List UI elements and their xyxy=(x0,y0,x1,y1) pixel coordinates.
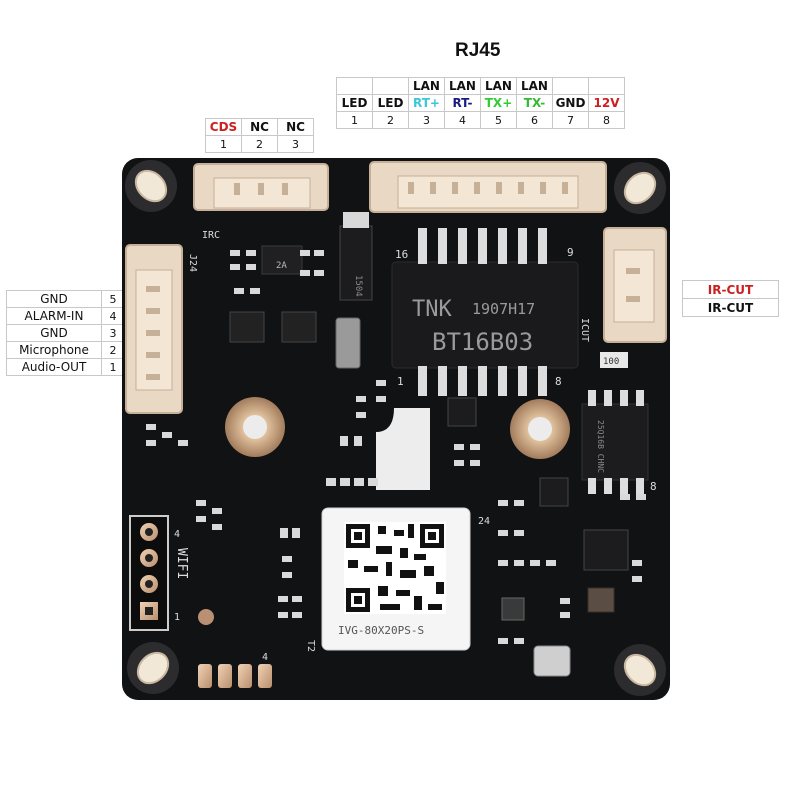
wifi-header xyxy=(129,515,169,631)
rj45-pin-label: LED xyxy=(336,94,373,112)
bottom-header-pin-4-label: 4 xyxy=(262,652,268,663)
transformer-pin-1-label: 1 xyxy=(397,375,404,388)
diode-marking: 1504 xyxy=(353,275,363,297)
transformer-brand: TNK xyxy=(412,297,452,322)
irc-label: IRC xyxy=(202,230,220,241)
icut-label: ICUT xyxy=(579,318,590,342)
regulator-chip xyxy=(229,311,265,343)
network-transformer-chip: TNK 1907H17 BT16B03 xyxy=(391,228,579,396)
cds-pin-number: 3 xyxy=(277,135,314,153)
gold-pad xyxy=(510,399,570,459)
ircut-pinout-table: IR-CUT IR-CUT xyxy=(682,280,779,317)
capacitor xyxy=(501,597,525,621)
diode-component xyxy=(339,225,373,301)
flash-marking: 25Q16B CHNC xyxy=(596,420,605,473)
cds-label-row: CDS NC NC xyxy=(205,118,314,136)
transistor-chip xyxy=(261,245,303,275)
transformer-part-number: BT16B03 xyxy=(432,328,533,356)
flash-pin-8-label: 8 xyxy=(650,480,657,493)
rj45-number-row: 1 2 3 4 5 6 7 8 xyxy=(336,111,625,129)
regulator-chip xyxy=(281,311,317,343)
mounting-hole xyxy=(127,642,179,694)
rj45-connector xyxy=(369,161,607,213)
audio-row: GND 3 xyxy=(6,324,125,342)
rj45-top-row: LAN LAN LAN LAN xyxy=(336,77,625,95)
rj45-pin-label: RT+ xyxy=(408,94,445,112)
ircut-row: IR-CUT xyxy=(682,298,779,317)
module-part-number: IVG-80X20PS-S xyxy=(338,624,424,637)
audio-pinout-table: GND 5 ALARM-IN 4 GND 3 Microphone 2 Audi… xyxy=(6,290,125,376)
microphone-component xyxy=(587,587,615,613)
rj45-pin-number: 4 xyxy=(444,111,481,129)
crystal-oscillator xyxy=(335,317,361,369)
resistor-100-label: 100 xyxy=(603,357,619,367)
mounting-hole xyxy=(125,160,177,212)
wifi-pin-4-label: 4 xyxy=(174,529,180,540)
cds-connector xyxy=(193,163,329,211)
cds-pin-label: NC xyxy=(241,118,278,136)
fuse-label: 2A xyxy=(276,261,287,271)
ircut-connector xyxy=(603,227,667,343)
j24-label: J24 xyxy=(187,254,198,272)
rj45-pinout-table: LAN LAN LAN LAN LED LED RT+ RT- TX+ TX- … xyxy=(336,77,625,129)
shield-area xyxy=(376,408,430,490)
audio-connector xyxy=(125,244,183,414)
flash-memory-chip: 25Q16B CHNC xyxy=(581,390,649,494)
module-pin-24-label: 24 xyxy=(478,516,490,527)
pin-9-label: 9 xyxy=(567,246,574,259)
small-ic xyxy=(583,529,629,571)
audio-row: Audio-OUT 1 xyxy=(6,358,125,376)
rj45-pin-label: TX+ xyxy=(480,94,517,112)
rj45-pin-number: 8 xyxy=(588,111,625,129)
resistor-100 xyxy=(600,352,628,368)
smd-pads xyxy=(146,250,646,644)
rj45-pin-label: 12V xyxy=(588,94,625,112)
rj45-top-label: LAN xyxy=(516,77,553,95)
small-ic xyxy=(447,397,477,427)
diode-terminal xyxy=(343,212,369,228)
cds-pinout-table: CDS NC NC 1 2 3 xyxy=(205,118,314,153)
wifi-module: IVG-80X20PS-S xyxy=(321,507,471,651)
small-ic xyxy=(539,477,569,507)
audio-pin-label: Audio-OUT xyxy=(6,358,102,376)
rj45-pin-number: 7 xyxy=(552,111,589,129)
pin-16-label: 16 xyxy=(395,248,408,261)
cds-pin-label: CDS xyxy=(205,118,242,136)
t2-label: T2 xyxy=(305,640,316,652)
wifi-pin-1-label: 1 xyxy=(174,612,180,623)
rj45-title: RJ45 xyxy=(455,40,501,61)
mounting-hole xyxy=(614,644,666,696)
ircut-row: IR-CUT xyxy=(682,280,779,299)
gold-pad xyxy=(225,397,285,457)
wifi-silkscreen-label: WIFI xyxy=(174,548,189,579)
test-pad xyxy=(198,609,214,625)
cds-pin-number: 2 xyxy=(241,135,278,153)
transformer-date-code: 1907H17 xyxy=(472,300,535,318)
ircut-pin-label: IR-CUT xyxy=(682,298,779,317)
cds-number-row: 1 2 3 xyxy=(205,135,314,153)
crystal-oscillator xyxy=(533,645,571,677)
transformer-pin-8-label: 8 xyxy=(555,375,562,388)
mounting-hole xyxy=(614,162,666,214)
ircut-pin-label: IR-CUT xyxy=(682,280,779,299)
bottom-header xyxy=(198,664,272,688)
